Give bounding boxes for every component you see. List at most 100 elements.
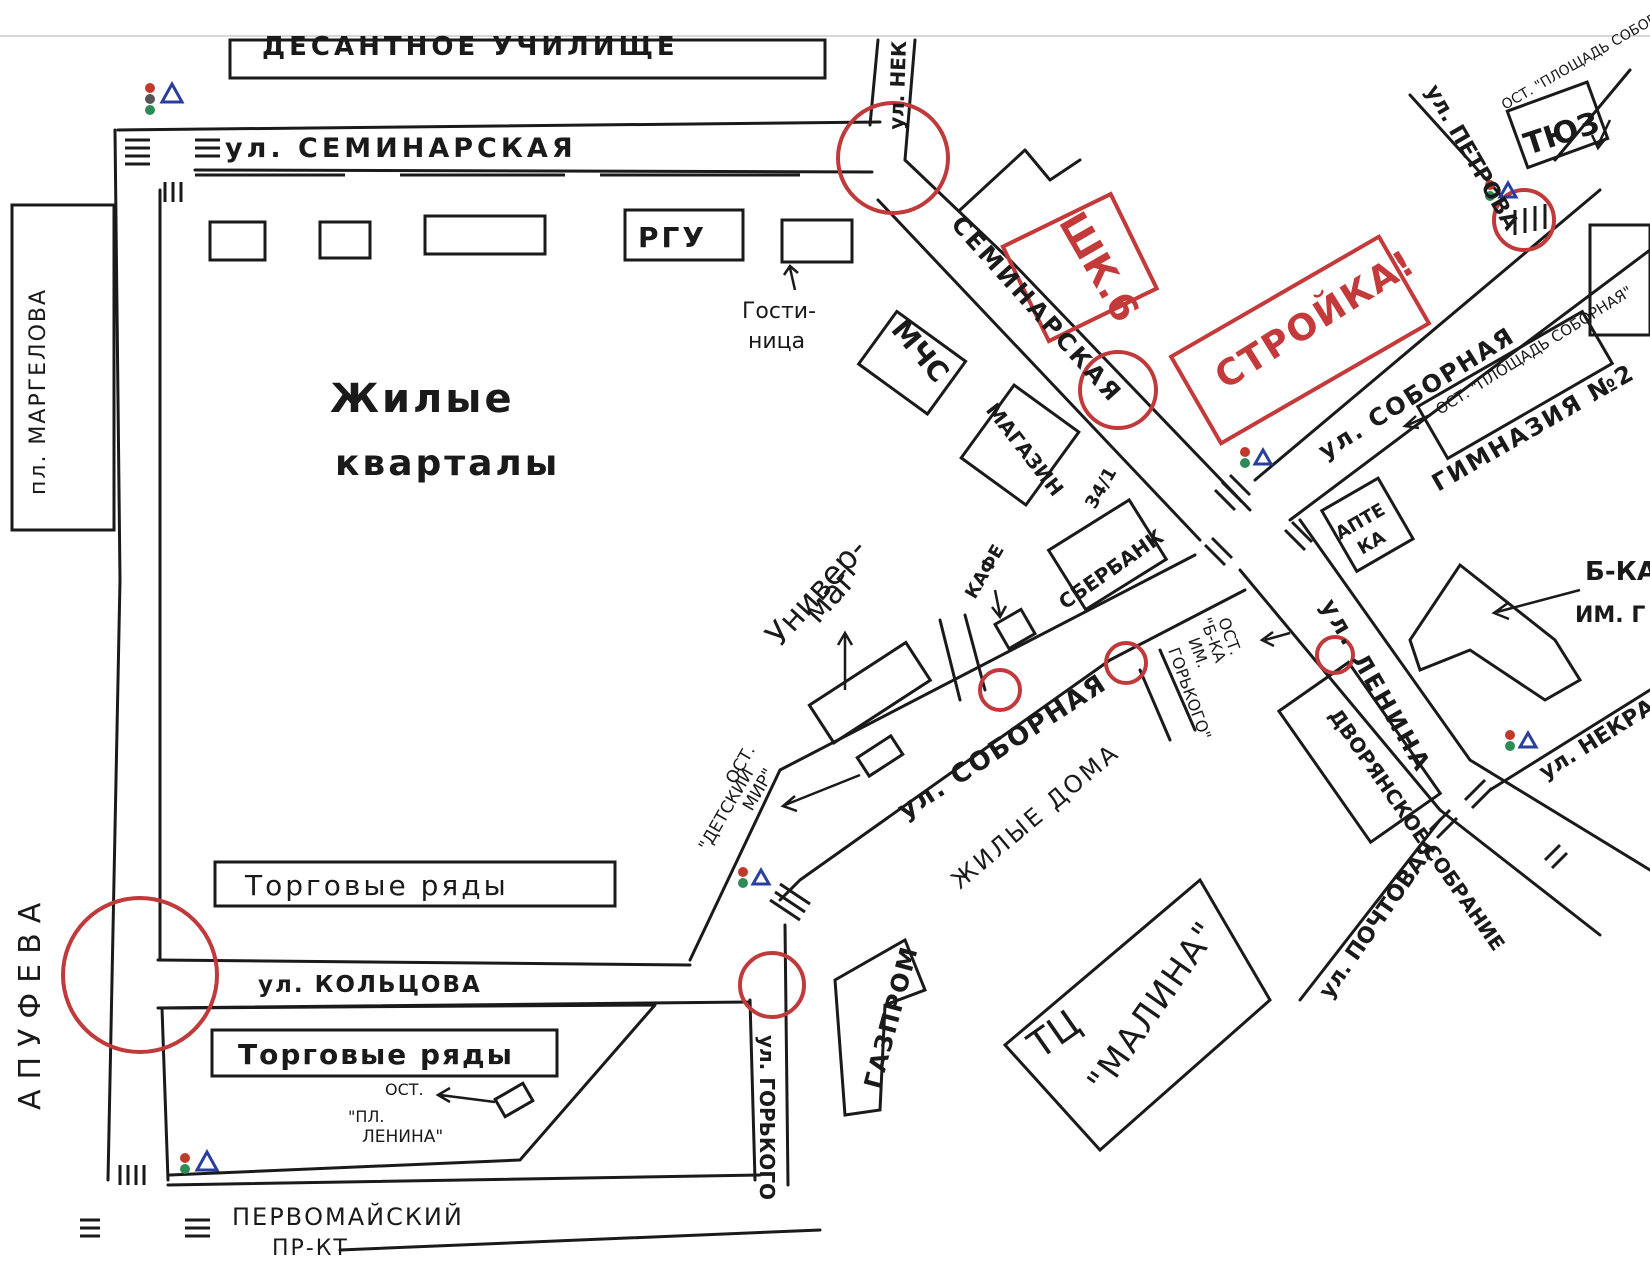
building-dvoryanskoe bbox=[1276, 660, 1443, 845]
traffic-signals bbox=[145, 80, 1539, 1174]
traffic-light-icon bbox=[145, 80, 185, 115]
label-residential-2: кварталы bbox=[335, 443, 560, 484]
building-tyuz bbox=[1505, 80, 1610, 170]
hazard-circle-petrova bbox=[1492, 188, 1556, 252]
road-seminarskaya-diag-sw bbox=[876, 198, 1202, 542]
crossing-petrova bbox=[1513, 204, 1547, 235]
arrow-tyuz-stop bbox=[1590, 119, 1612, 151]
label-nekr-top: ул. НЕК bbox=[884, 40, 911, 130]
hazard-circle-lenina bbox=[1315, 635, 1355, 675]
road-lenina-west bbox=[1238, 568, 1602, 937]
label-rgu: РГУ bbox=[638, 221, 707, 254]
building-small-1 bbox=[208, 220, 267, 262]
crossing-sobornaya-south bbox=[769, 882, 811, 922]
building-school-6 bbox=[1000, 191, 1160, 344]
label-residential-1: Жилые bbox=[330, 376, 515, 422]
building-mchs bbox=[856, 309, 968, 417]
label-torg-ryady-2: Торговые ряды bbox=[238, 1038, 514, 1071]
lane-cafe-2 bbox=[963, 613, 987, 692]
hazard-circle-seminarskaya-mid bbox=[1078, 350, 1158, 430]
label-hotel-1: Гости- bbox=[742, 299, 816, 324]
arrow-cafe bbox=[991, 589, 1008, 620]
label-pervomaisky-1: ПЕРВОМАЙСКИЙ bbox=[232, 1202, 464, 1231]
crossing-pervomaisky bbox=[80, 1165, 210, 1238]
arrow-pl-lenina bbox=[435, 1086, 496, 1104]
building-univermag bbox=[807, 640, 933, 745]
traffic-light-icon bbox=[180, 1148, 220, 1174]
road-seminarskaya-stub bbox=[958, 148, 1082, 212]
road-sobornaya-ne-north bbox=[1253, 188, 1602, 482]
traffic-light-icon bbox=[738, 866, 772, 888]
building-pharmacy bbox=[1319, 476, 1416, 574]
road-nekr-west-edge bbox=[868, 38, 880, 127]
hazard-circles bbox=[61, 101, 1556, 1054]
building-library bbox=[1408, 562, 1583, 702]
label-library-2: ИМ. Г bbox=[1575, 603, 1645, 628]
road-koltsova-north bbox=[156, 958, 692, 967]
lane-cafe-1 bbox=[938, 618, 962, 702]
arrow-gymnasium-stop bbox=[1402, 413, 1431, 430]
building-shop bbox=[959, 382, 1081, 508]
road-left-west bbox=[106, 128, 122, 1182]
label-stop-pl-lenina-2: "ПЛ. bbox=[348, 1107, 385, 1126]
label-torg-ryady-1: Торговые ряды bbox=[244, 869, 509, 902]
road-seminarskaya-south-edge bbox=[193, 168, 874, 174]
traffic-light-icon bbox=[1505, 729, 1539, 751]
construction-site bbox=[1168, 233, 1432, 447]
crossings bbox=[80, 138, 1569, 1238]
hazard-circle-gorkogo bbox=[738, 951, 806, 1019]
building-torg-ryady-1 bbox=[213, 860, 617, 908]
crossing-seminarskaya-west bbox=[125, 138, 220, 202]
pointer-arrows bbox=[435, 119, 1612, 1104]
square-margelova-frame bbox=[10, 203, 116, 532]
label-pervomaisky-2: ПР-КТ bbox=[272, 1236, 349, 1261]
building-torg-ryady-2 bbox=[210, 1028, 559, 1078]
building-pl-lenina-stop bbox=[493, 1081, 535, 1119]
building-detsky-mir-stop bbox=[855, 733, 905, 779]
road-nekr-right bbox=[1488, 688, 1650, 792]
road-left-east-lower bbox=[160, 1006, 170, 1182]
arrow-univermag bbox=[836, 630, 854, 690]
building-tc-malina bbox=[1002, 877, 1272, 1153]
hazard-circle-seminarskaya-nekr bbox=[836, 101, 950, 215]
building-rgu bbox=[623, 208, 745, 262]
label-koltsova: ул. КОЛЬЦОВА bbox=[258, 972, 482, 998]
label-hotel-2: ница bbox=[748, 329, 805, 354]
label-top-school: ДЕСАНТНОЕ УЧИЛИЩЕ bbox=[262, 32, 679, 62]
traffic-light-icon bbox=[1240, 446, 1274, 468]
arrow-detsky-mir bbox=[780, 773, 861, 813]
building-right-edge bbox=[1588, 223, 1650, 337]
lane-gorkogo-1 bbox=[1138, 668, 1172, 742]
building-gymnasium bbox=[1415, 309, 1615, 461]
hazard-circle-koltsova bbox=[61, 896, 219, 1054]
road-pervomaisky bbox=[166, 1173, 762, 1187]
road-pochtovaya bbox=[1298, 818, 1442, 1002]
arrow-library bbox=[1491, 588, 1581, 621]
building-small-2 bbox=[318, 220, 372, 260]
building-hotel bbox=[780, 218, 854, 264]
road-gorkogo-east bbox=[783, 923, 790, 1187]
label-stop-pl-lenina-1: ОСТ. bbox=[385, 1080, 424, 1099]
label-library-1: Б-КА bbox=[1585, 557, 1650, 587]
lane-gorkogo-2 bbox=[1158, 648, 1197, 732]
building-gazprom bbox=[833, 937, 927, 1117]
hazard-circle-cafe bbox=[978, 668, 1022, 712]
road-nekr-east-edge bbox=[903, 38, 917, 162]
road-petrova-east bbox=[1553, 68, 1632, 162]
road-seminarskaya-north-edge bbox=[116, 120, 882, 132]
label-gorkogo: ул. ГОРЬКОГО bbox=[755, 1035, 779, 1200]
road-lenina-east bbox=[1298, 518, 1650, 872]
building-sberbank bbox=[1046, 497, 1169, 612]
building-small-3 bbox=[423, 214, 547, 256]
building-cafe bbox=[992, 607, 1038, 651]
road-sobornaya-sw-north bbox=[688, 553, 1197, 962]
label-square-margelova: пл. МАРГЕЛОВА bbox=[26, 288, 51, 495]
crossing-central bbox=[1203, 473, 1314, 567]
crossing-lenina-nekr bbox=[1428, 778, 1569, 870]
label-seminarskaya-top: ул. СЕМИНАРСКАЯ bbox=[225, 133, 577, 164]
buildings bbox=[10, 38, 1650, 1177]
label-stop-pl-lenina-3: ЛЕНИНА" bbox=[362, 1127, 443, 1147]
block-lower-left bbox=[163, 1003, 657, 1177]
